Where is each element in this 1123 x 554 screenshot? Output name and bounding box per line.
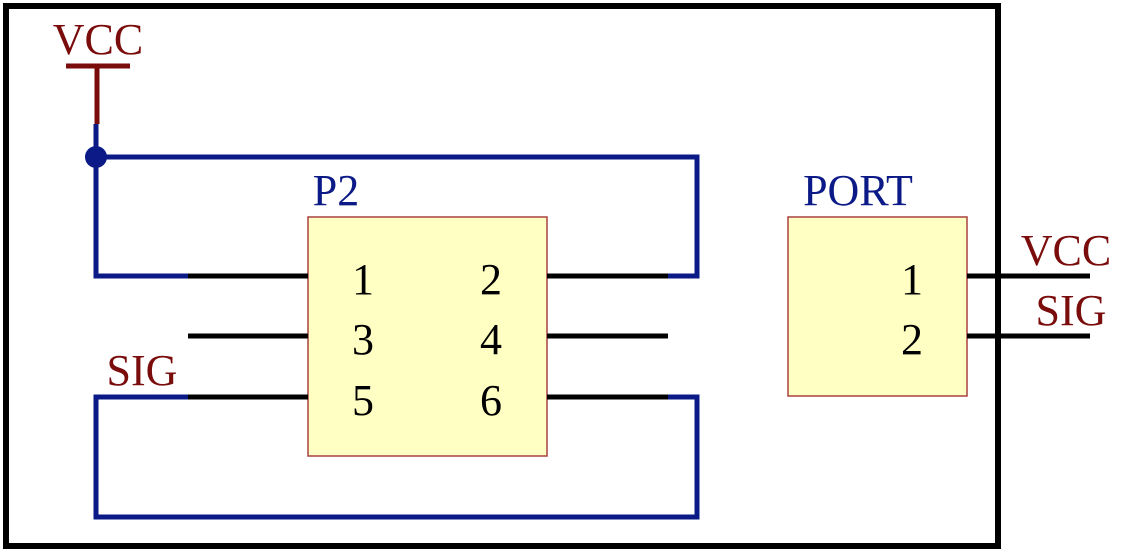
p2-pin-2-number: 2 xyxy=(480,255,502,304)
vcc-power-label: VCC xyxy=(53,15,143,64)
port-body xyxy=(787,216,968,397)
sig-net-label-left: SIG xyxy=(107,346,178,395)
port-pin-2-number: 2 xyxy=(901,315,923,364)
port-pin-1-number: 1 xyxy=(901,255,923,304)
p2-pin-6-number: 6 xyxy=(480,376,502,425)
component-port[interactable]: PORT 1 2 xyxy=(787,166,1090,397)
p2-designator: P2 xyxy=(313,166,359,215)
wire-vcc-top[interactable] xyxy=(96,154,700,279)
port-designator: PORT xyxy=(803,166,913,215)
sig-net-label-right: SIG xyxy=(1036,286,1107,335)
wire-vcc-loop[interactable] xyxy=(93,124,188,279)
vcc-power-symbol[interactable] xyxy=(66,63,130,124)
p2-pin-1-number: 1 xyxy=(352,255,374,304)
component-p2[interactable]: P2 1 2 3 4 5 6 xyxy=(188,166,668,457)
p2-body xyxy=(307,216,548,457)
p2-pin-4-number: 4 xyxy=(480,315,502,364)
wire-sig-loop[interactable] xyxy=(93,394,700,520)
vcc-net-label-right: VCC xyxy=(1021,226,1111,275)
p2-pin-3-number: 3 xyxy=(352,315,374,364)
wires xyxy=(93,124,700,520)
p2-pin-5-number: 5 xyxy=(352,376,374,425)
junction-dot xyxy=(85,146,107,168)
